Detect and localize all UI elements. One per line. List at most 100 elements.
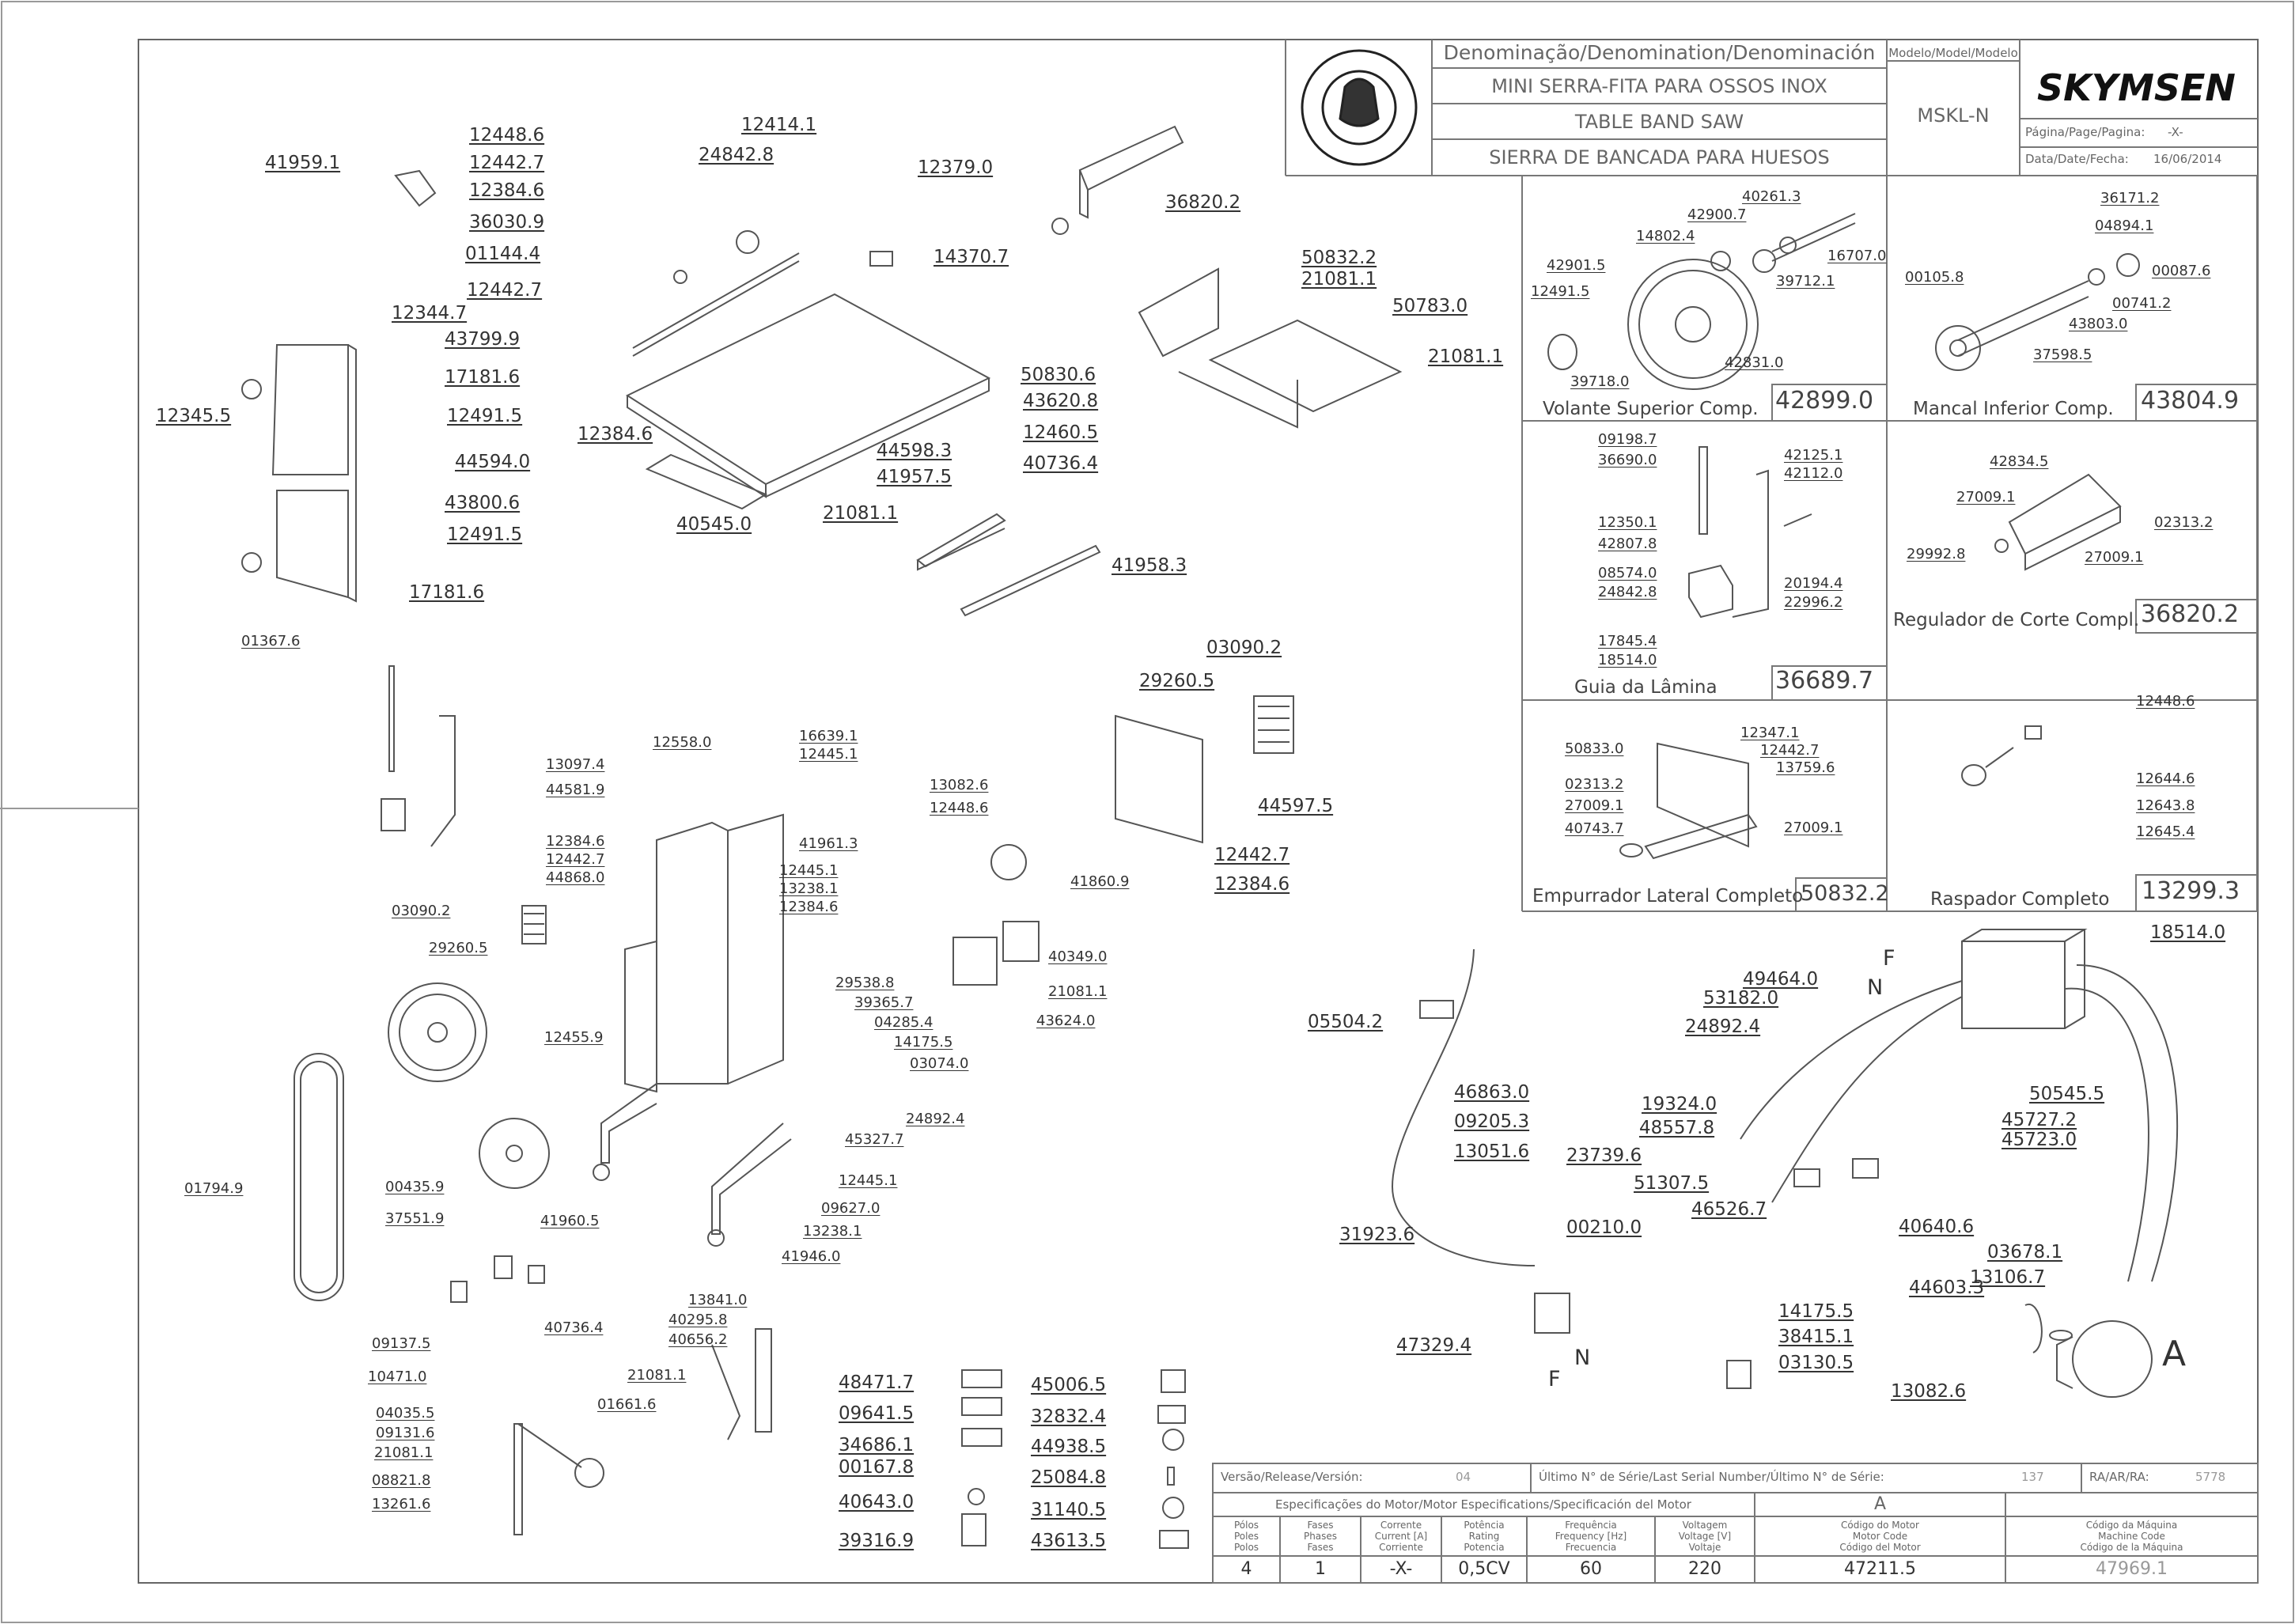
subassembly-caption: Volante Superior Comp. xyxy=(1543,399,1759,419)
part-number: 12442.7 xyxy=(1760,742,1820,759)
wire-marker-n: N xyxy=(1867,975,1884,1000)
version-value: 04 xyxy=(1456,1470,1471,1484)
part-number: 00167.8 xyxy=(839,1457,915,1478)
part-number: 38415.1 xyxy=(1778,1327,1854,1347)
part-number: 37551.9 xyxy=(385,1210,445,1227)
motor-letter: A xyxy=(1873,1494,1887,1514)
part-number: 12384.6 xyxy=(779,899,839,915)
part-number: 12442.7 xyxy=(546,851,605,868)
subassembly-caption: Regulador de Corte Compl. xyxy=(1893,610,2140,630)
serial-value: 137 xyxy=(2021,1470,2044,1484)
part-number: 12445.1 xyxy=(839,1172,898,1189)
part-number: 12448.6 xyxy=(2136,693,2195,710)
part-number: 40656.2 xyxy=(668,1331,728,1348)
part-number: 29538.8 xyxy=(835,975,895,991)
part-number: 00087.6 xyxy=(2152,263,2211,279)
part-number: 29260.5 xyxy=(429,940,488,956)
part-number: 09627.0 xyxy=(821,1200,881,1217)
part-number: 40736.4 xyxy=(1023,453,1099,474)
part-number: 00105.8 xyxy=(1905,269,1964,286)
part-number: 45723.0 xyxy=(2001,1130,2077,1150)
part-number: 27009.1 xyxy=(1565,797,1624,814)
part-number: 20194.4 xyxy=(1784,575,1843,592)
part-number: 43803.0 xyxy=(2069,316,2128,332)
part-number: 18514.0 xyxy=(1598,652,1657,668)
part-number: 00210.0 xyxy=(1566,1217,1642,1238)
part-number: 12491.5 xyxy=(447,406,523,426)
part-number: 12643.8 xyxy=(2136,797,2195,814)
part-number: 24842.8 xyxy=(1598,584,1657,600)
part-number: 12645.4 xyxy=(2136,823,2195,840)
part-number: 09137.5 xyxy=(372,1335,431,1352)
part-number: 12442.7 xyxy=(469,153,545,173)
part-number: 36030.9 xyxy=(469,212,545,233)
part-number: 41961.3 xyxy=(799,835,858,852)
subassembly-caption: Empurrador Lateral Completo xyxy=(1532,886,1804,907)
part-number: 03678.1 xyxy=(1987,1242,2063,1262)
part-number: 39712.1 xyxy=(1776,273,1835,290)
part-number: 12350.1 xyxy=(1598,514,1657,531)
part-number: 12448.6 xyxy=(930,800,989,816)
part-number: 50830.6 xyxy=(1021,365,1096,385)
part-number: 12644.6 xyxy=(2136,770,2195,787)
part-number: 21081.1 xyxy=(627,1367,687,1384)
wire-marker-f: F xyxy=(1548,1367,1561,1391)
part-number: 40261.3 xyxy=(1742,188,1801,205)
part-number: 13759.6 xyxy=(1776,759,1835,776)
part-number: 13082.6 xyxy=(1891,1381,1967,1402)
part-number: 42112.0 xyxy=(1784,465,1843,482)
subassembly-code: 13299.3 xyxy=(2142,877,2240,905)
part-number: 12491.5 xyxy=(447,524,523,545)
part-number: 01661.6 xyxy=(597,1396,657,1413)
part-number: 24842.8 xyxy=(699,145,774,165)
part-number: 13051.6 xyxy=(1454,1141,1530,1162)
part-number: 37598.5 xyxy=(2033,346,2092,363)
part-number: 17181.6 xyxy=(409,582,485,603)
part-number: 12347.1 xyxy=(1740,725,1800,741)
part-number: 45006.5 xyxy=(1031,1375,1107,1395)
part-number: 44938.5 xyxy=(1031,1437,1107,1457)
part-number: 12414.1 xyxy=(741,115,817,135)
part-number: 44868.0 xyxy=(546,869,605,886)
part-number: 14802.4 xyxy=(1636,228,1695,244)
machine-name-en: TABLE BAND SAW xyxy=(1574,111,1744,133)
part-number: 14175.5 xyxy=(1778,1301,1854,1322)
part-number: 12384.6 xyxy=(578,424,653,445)
part-number: 21081.1 xyxy=(1301,269,1377,290)
part-number: 12455.9 xyxy=(544,1029,604,1046)
part-number: 17181.6 xyxy=(445,367,521,388)
part-number: 43799.9 xyxy=(445,329,521,350)
part-number: 41959.1 xyxy=(265,153,341,173)
part-number: 32832.4 xyxy=(1031,1406,1107,1427)
part-number: 39316.9 xyxy=(839,1531,915,1551)
page-value: -X- xyxy=(2168,125,2183,139)
machine-name-es: SIERRA DE BANCADA PARA HUESOS xyxy=(1489,146,1830,168)
part-number: 49464.0 xyxy=(1743,969,1819,990)
part-number: 08574.0 xyxy=(1598,565,1657,581)
value-current: -X- xyxy=(1389,1559,1413,1579)
part-number: 12345.5 xyxy=(156,406,232,426)
part-number: 40736.4 xyxy=(544,1319,604,1336)
part-number: 41860.9 xyxy=(1070,873,1130,890)
part-number: 42900.7 xyxy=(1687,206,1747,223)
part-number: 40743.7 xyxy=(1565,820,1624,837)
part-number: 39365.7 xyxy=(854,994,914,1011)
ra-value: 5778 xyxy=(2195,1470,2226,1484)
part-number: 03090.2 xyxy=(1206,638,1282,658)
part-number: 01794.9 xyxy=(184,1180,244,1197)
part-number: 42807.8 xyxy=(1598,536,1657,552)
part-number: 29260.5 xyxy=(1139,671,1215,691)
part-number: 21081.1 xyxy=(374,1444,434,1461)
part-number: 12442.7 xyxy=(467,280,543,301)
subassembly-grid xyxy=(1521,176,2258,912)
part-number: 14175.5 xyxy=(894,1034,953,1050)
part-number: 39718.0 xyxy=(1570,373,1630,390)
part-number: 14370.7 xyxy=(934,247,1009,267)
